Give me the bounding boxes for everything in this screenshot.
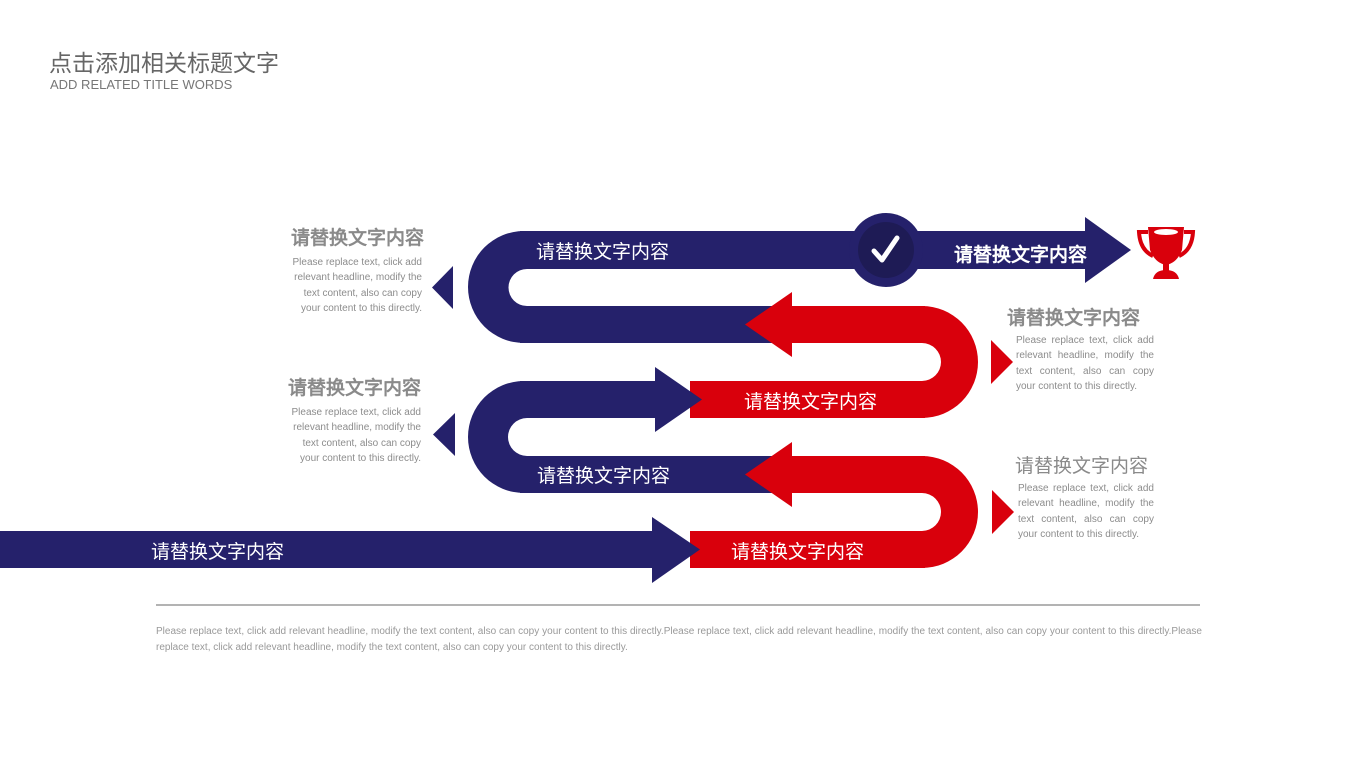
red-band-2	[790, 306, 925, 343]
side-note-heading-1: 请替换文字内容	[291, 228, 425, 249]
navy-arrowhead-3	[655, 367, 702, 432]
band-label-1: 请替换文字内容	[536, 242, 670, 263]
page-subtitle: ADD RELATED TITLE WORDS	[50, 77, 233, 92]
side-note-heading-4: 请替换文字内容	[1015, 456, 1149, 477]
red-pointer-1	[991, 340, 1013, 384]
navy-band-1	[520, 231, 1088, 269]
side-note-body-3: Please replace text, click add relevant …	[1016, 335, 1154, 392]
navy-band-5	[0, 531, 654, 568]
side-note-body-1: Please replace text, click add relevant …	[292, 257, 422, 314]
red-band-5	[690, 531, 925, 568]
red-pointer-2	[992, 490, 1014, 534]
page-title: 点击添加相关标题文字	[49, 50, 279, 76]
navy-pointer-2	[433, 413, 455, 456]
side-note-body-4: Please replace text, click add relevant …	[1018, 483, 1154, 540]
trophy-icon	[1136, 227, 1196, 279]
band-label-top-right: 请替换文字内容	[954, 245, 1088, 266]
band-label-5: 请替换文字内容	[151, 542, 285, 563]
navy-arrowhead-5	[652, 517, 700, 583]
band-label-4: 请替换文字内容	[537, 466, 671, 487]
red-curve-upper	[920, 306, 978, 418]
side-note-heading-3: 请替换文字内容	[1007, 308, 1141, 329]
side-note-heading-2: 请替换文字内容	[288, 378, 422, 399]
red-band-3	[690, 381, 925, 418]
navy-arrowhead-top	[1085, 217, 1131, 283]
navy-band-3	[520, 381, 657, 418]
divider	[156, 604, 1200, 606]
check-icon	[871, 235, 900, 263]
footer-text: Please replace text, click add relevant …	[156, 626, 1202, 653]
red-band-4	[790, 456, 925, 493]
navy-curve-middle	[468, 381, 527, 493]
side-note-body-2: Please replace text, click add relevant …	[291, 407, 421, 464]
navy-curve-top	[468, 231, 527, 343]
red-arrowhead-4	[745, 442, 792, 507]
band-label-6: 请替换文字内容	[731, 542, 865, 563]
band-label-3: 请替换文字内容	[744, 392, 878, 413]
navy-pointer-1	[432, 266, 453, 309]
red-arrowhead-2	[745, 292, 792, 357]
red-curve-lower	[920, 456, 978, 568]
